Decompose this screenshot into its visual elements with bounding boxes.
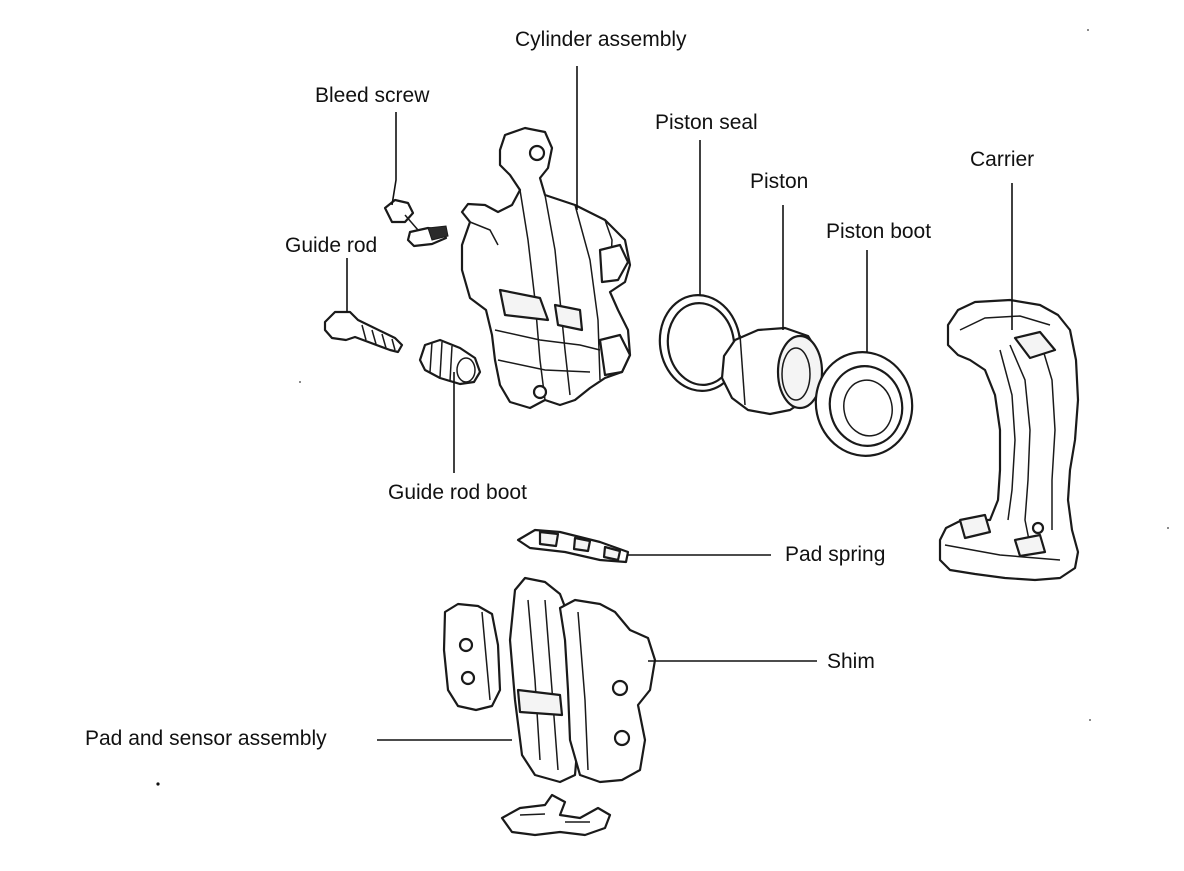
carrier-drawing — [938, 298, 1080, 582]
label-bleed-screw: Bleed screw — [315, 84, 430, 107]
guide-rod-drawing — [323, 310, 404, 354]
label-carrier: Carrier — [970, 148, 1035, 171]
piston-seal-drawing — [658, 294, 742, 392]
piston-drawing — [720, 326, 824, 416]
leader-lines — [346, 66, 1013, 741]
label-shim: Shim — [827, 650, 875, 673]
cylinder-assembly-drawing — [460, 126, 632, 410]
label-piston-boot: Piston boot — [826, 220, 932, 243]
inner-shim-drawing — [442, 602, 502, 712]
piston-boot-drawing — [814, 351, 914, 457]
label-piston: Piston — [750, 170, 809, 193]
bleed-screw-drawing — [383, 198, 449, 248]
label-cylinder-assembly: Cylinder assembly — [515, 28, 687, 51]
pad-clip-drawing — [500, 793, 612, 837]
label-pad-spring: Pad spring — [785, 543, 886, 566]
label-pad-and-sensor-assembly: Pad and sensor assembly — [85, 727, 327, 750]
label-piston-seal: Piston seal — [655, 111, 758, 134]
label-guide-rod: Guide rod — [285, 234, 378, 257]
leader-bleed-screw — [391, 112, 397, 206]
label-guide-rod-boot: Guide rod boot — [388, 481, 527, 504]
pad-spring-drawing — [516, 528, 630, 564]
guide-rod-boot-drawing — [418, 338, 482, 386]
shim-drawing — [558, 598, 657, 784]
